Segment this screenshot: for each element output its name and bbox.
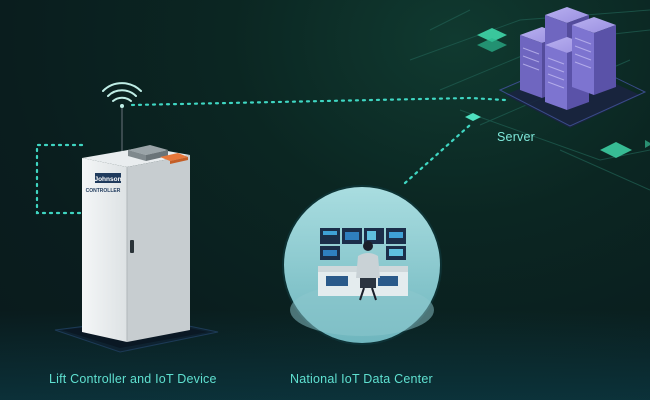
server-rack-icon (498, 7, 647, 128)
datacenter-to-server-link (403, 123, 472, 185)
controller-brand-text: Johnson (94, 176, 121, 183)
data-center-illustration (282, 185, 442, 345)
operator-icon (356, 241, 380, 301)
lift-controller-label: Lift Controller and IoT Device (49, 372, 217, 386)
wifi-to-server-link (130, 96, 507, 107)
controller-subtitle-text: CONTROLLER (86, 188, 121, 194)
monitor-icon (320, 228, 406, 260)
dotted-links (35, 96, 507, 215)
server-label: Server (497, 130, 536, 144)
decor-diamonds (465, 28, 650, 158)
iot-device (128, 145, 188, 164)
controller-brand-plate (95, 173, 121, 183)
data-center-label: National IoT Data Center (290, 372, 433, 386)
cabinet-side-link (35, 143, 84, 215)
cabinet-handle (130, 240, 134, 253)
wifi-icon (102, 82, 142, 108)
lift-controller-cabinet (54, 147, 219, 353)
